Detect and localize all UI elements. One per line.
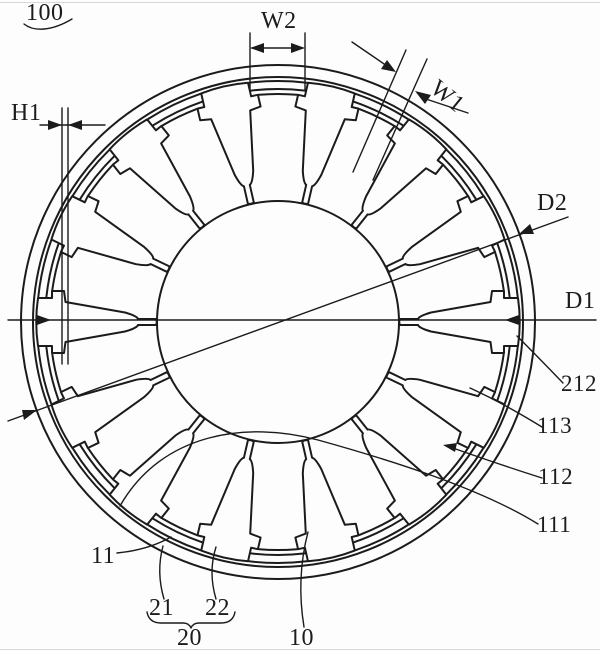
leader-112 — [449, 446, 543, 479]
w1-arrowhead — [381, 60, 396, 72]
tooth-cap-arc — [161, 517, 198, 536]
dimension-label-w2: W2 — [261, 8, 297, 34]
d1-arrowhead — [37, 315, 51, 325]
rim-inner-circle — [32, 76, 524, 568]
stator-slot-outline — [50, 195, 171, 273]
sheet-bottom-border — [0, 649, 600, 650]
ref-label-112: 112 — [538, 464, 574, 489]
stator-slot-outline — [108, 118, 206, 230]
d2-diameter-line — [7, 216, 569, 422]
stator-slot-outline — [385, 371, 506, 449]
stator-slot-outline — [108, 414, 206, 526]
band-outer-arc — [37, 239, 53, 298]
tooth-cap-arc — [494, 353, 505, 392]
leader-111 — [119, 431, 539, 525]
dimension-label-d2: D2 — [537, 190, 568, 216]
band-outer-arc — [147, 92, 202, 120]
ref-label-20: 20 — [177, 625, 202, 651]
stator-slot-outline — [294, 439, 360, 563]
tooth-cap-arc — [87, 164, 114, 197]
band-outer-arc — [446, 149, 484, 197]
stator-slot-outline — [350, 118, 448, 230]
tooth-cap-arc — [87, 447, 114, 480]
figure-number-label: 100 — [26, 0, 64, 26]
band-inner-arc — [496, 243, 511, 298]
stator-slot-outline — [35, 290, 158, 354]
band-outer-arc — [503, 346, 519, 405]
band-inner-arc — [250, 88, 306, 92]
band-inner-arc — [250, 552, 306, 556]
tooth-cap-arc — [51, 252, 62, 291]
leader-112-arrowhead — [443, 443, 457, 452]
band-outer-arc — [354, 524, 409, 552]
tooth-cap-arc — [51, 353, 62, 392]
tooth-cap-arc — [442, 447, 469, 480]
h1-arrowhead — [48, 120, 62, 130]
tooth-cap-arc — [258, 93, 298, 96]
band-inner-arc — [441, 444, 477, 489]
sheet-top-border — [0, 2, 600, 3]
band-inner-arc — [152, 100, 203, 127]
tooth-cap-arc — [358, 517, 395, 536]
h1-arrowhead — [68, 120, 82, 130]
stator-slot-outline — [385, 195, 506, 273]
band-outer-arc — [72, 149, 110, 197]
w1-arrowhead — [415, 91, 431, 104]
ref-label-212: 212 — [561, 371, 597, 396]
stator-slot-outline — [50, 371, 171, 449]
leader-11 — [116, 536, 172, 554]
w2-arrowhead — [250, 43, 264, 53]
dimension-label-h1: H1 — [11, 100, 42, 126]
leader-22 — [211, 546, 217, 600]
ref-label-10: 10 — [289, 625, 314, 651]
band-inner-arc — [353, 517, 404, 544]
d1-arrowhead — [505, 315, 519, 325]
w1-dimension-line — [351, 41, 391, 69]
band-outer-arc — [248, 560, 308, 564]
band-inner-arc — [79, 444, 115, 489]
d2-arrowhead — [519, 224, 534, 234]
w1-extension-line — [372, 58, 428, 181]
stator-slot-outline — [294, 81, 360, 205]
band-inner-arc — [45, 243, 60, 298]
leader-212 — [516, 335, 564, 384]
band-outer-arc — [446, 447, 484, 495]
band-outer-arc — [147, 524, 202, 552]
stator-slot-outline — [350, 414, 448, 526]
band-outer-arc — [72, 447, 110, 495]
w1-extension-line — [352, 49, 407, 173]
brace-20 — [146, 611, 236, 629]
d2-arrowhead — [22, 410, 37, 420]
band-inner-arc — [79, 155, 115, 200]
band-outer-arc — [503, 239, 519, 298]
w2-arrowhead — [291, 43, 305, 53]
band-inner-arc — [45, 346, 60, 401]
leader-113 — [469, 387, 543, 428]
dimension-label-d1: D1 — [565, 288, 596, 314]
tooth-cap-arc — [258, 548, 298, 551]
band-inner-arc — [441, 155, 477, 200]
leader-21 — [159, 545, 165, 600]
tooth-cap-arc — [442, 164, 469, 197]
ref-label-21: 21 — [149, 595, 174, 621]
ref-label-22: 22 — [205, 595, 230, 621]
ref-label-111: 111 — [537, 512, 572, 537]
stator-slot-outline — [398, 290, 521, 354]
band-outer-arc — [248, 80, 308, 84]
ref-label-11: 11 — [91, 543, 116, 569]
ref-label-113: 113 — [537, 413, 573, 438]
tooth-cap-arc — [494, 252, 505, 291]
stator-slot-outline — [196, 439, 262, 563]
outer-ring-circle — [20, 64, 536, 580]
leader-10 — [300, 531, 309, 628]
band-inner-arc — [152, 517, 203, 544]
band-inner-arc — [496, 346, 511, 401]
tooth-cap-arc — [161, 108, 198, 127]
stator-slot-outline — [196, 81, 262, 205]
band-outer-arc — [37, 346, 53, 405]
figure-number-underline — [23, 18, 73, 30]
w1-dimension-line — [425, 98, 469, 114]
